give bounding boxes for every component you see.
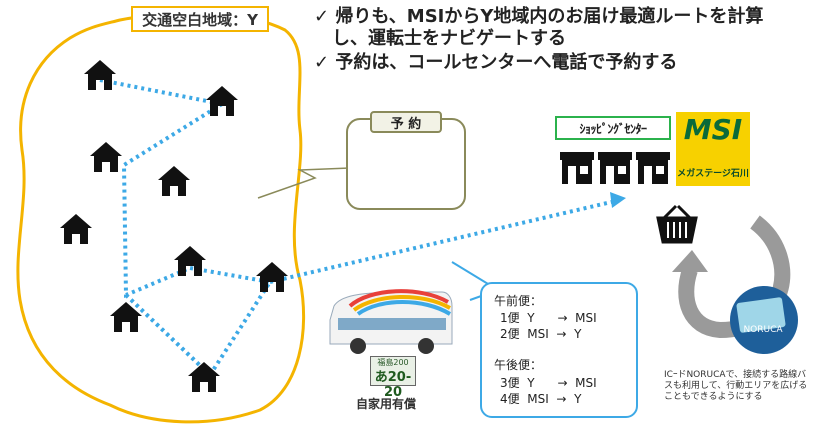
shopping-center-label: ｼｮｯﾋﾟﾝｸﾞｾﾝﾀｰ	[555, 116, 671, 140]
noruca-card	[736, 297, 786, 333]
houses	[60, 60, 288, 392]
schedule-am-2: 2便 MSI → Y	[500, 327, 582, 341]
booking-callout	[346, 118, 466, 210]
cycle-arrowhead	[672, 250, 708, 272]
msi-logo-text: MSI	[683, 113, 743, 146]
bus-caption: 自家用有償	[356, 397, 417, 411]
plate-number: あ20-20	[374, 370, 412, 400]
bus-illustration	[329, 289, 453, 354]
schedule-pm-2: 4便 MSI → Y	[500, 392, 582, 406]
route-lines	[99, 78, 621, 377]
area-label: 交通空白地域：Y	[131, 6, 269, 32]
house-icon	[256, 262, 288, 292]
house-icon	[206, 86, 238, 116]
basket-icon	[656, 204, 698, 244]
note-line-3: ✓ 予約は、コールセンターへ電話で予約する	[314, 52, 678, 73]
house-icon	[60, 214, 92, 244]
plate-region: 福島200	[377, 358, 409, 367]
schedule-am-title: 午前便：	[494, 294, 543, 308]
ic-card-caption: ICｰドNORUCAで、接続する路線バスも利用して、行動エリアを広げることもでき…	[664, 370, 808, 402]
store-icon	[636, 152, 670, 184]
schedule-callout	[480, 282, 638, 418]
schedule-am-1: 1便 Y → MSI	[500, 311, 597, 325]
service-area-boundary	[16, 11, 306, 424]
booking-title: 予 約	[370, 111, 442, 133]
note-line-2: し、運転士をナビゲートする	[332, 28, 566, 49]
house-icon	[84, 60, 116, 90]
house-icon	[158, 166, 190, 196]
booking-pointer	[257, 167, 351, 199]
house-icon	[188, 362, 220, 392]
house-icon	[174, 246, 206, 276]
store-icon	[598, 152, 632, 184]
storefront-icons	[560, 152, 670, 184]
note-line-1: ✓ 帰りも、MSIからY地域内のお届け最適ルートを計算	[314, 6, 764, 27]
route-arrowhead	[610, 192, 626, 208]
house-icon	[110, 302, 142, 332]
house-icon	[90, 142, 122, 172]
schedule-pm-1: 3便 Y → MSI	[500, 376, 597, 390]
msi-logo-subtitle: メガステージ石川	[676, 166, 750, 179]
noruca-card-text: NORUCA	[743, 325, 783, 335]
license-plate	[370, 356, 416, 386]
schedule-pm-title: 午後便：	[494, 358, 543, 372]
store-icon	[560, 152, 594, 184]
